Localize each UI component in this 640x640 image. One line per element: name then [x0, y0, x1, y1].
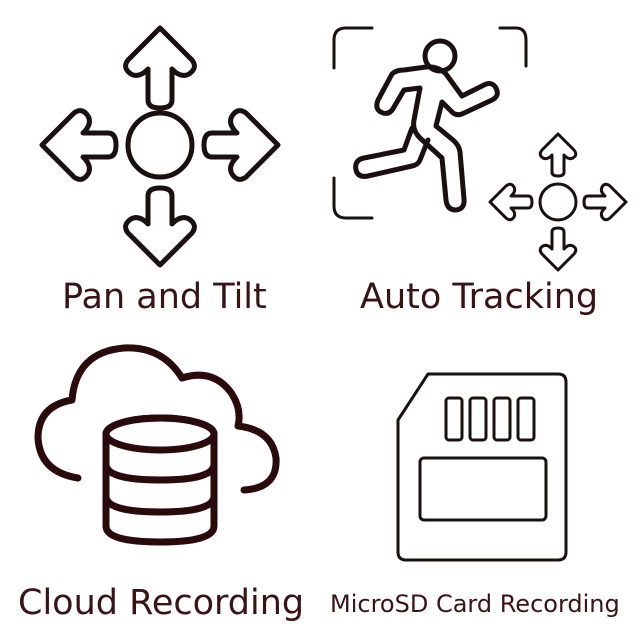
move-arrows-icon — [39, 25, 281, 268]
pan-tilt-feature: Pan and Tilt — [0, 0, 320, 330]
cloud-recording-label: Cloud Recording — [18, 583, 305, 623]
auto-tracking-feature: Auto Tracking — [320, 0, 640, 330]
running-person-tracking-icon — [332, 26, 628, 272]
microsd-recording-label: MicroSD Card Recording — [330, 590, 620, 618]
cloud-database-icon — [34, 344, 280, 546]
pan-tilt-label: Pan and Tilt — [62, 277, 267, 317]
microsd-recording-feature: MicroSD Card Recording — [320, 330, 640, 640]
auto-tracking-label: Auto Tracking — [360, 277, 599, 317]
cloud-recording-feature: Cloud Recording — [0, 330, 320, 640]
sd-card-icon — [396, 372, 568, 562]
